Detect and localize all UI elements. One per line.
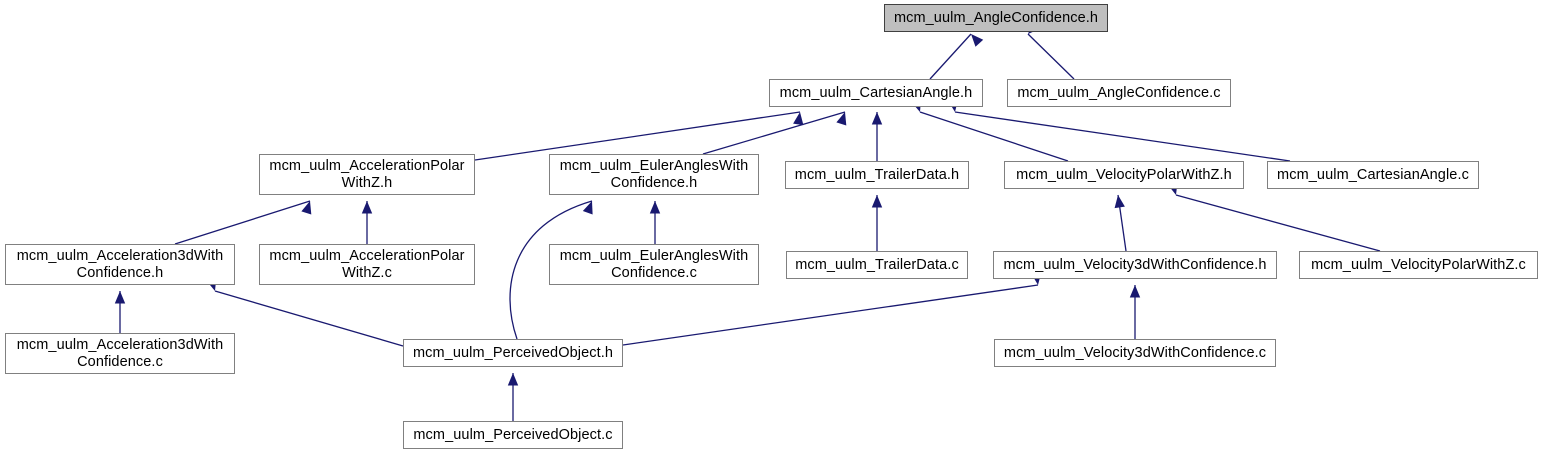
graph-node-acceleration_3d_with_confidence_h[interactable]: mcm_uulm_Acceleration3dWith Confidence.h: [5, 244, 235, 285]
edge-cartesian_angle_h-to-angle_confidence_h: [929, 33, 972, 80]
edge-acceleration_polar_withz_h-to-cartesian_angle_h: [474, 111, 801, 161]
node-label-euler_angles_with_confidence_c: mcm_uulm_EulerAnglesWith Confidence.c: [559, 247, 749, 281]
node-label-angle_confidence_h: mcm_uulm_AngleConfidence.h: [893, 9, 1099, 26]
arrowhead-perceived_object_h-to-euler_angles_with_confidence_h: [582, 201, 593, 215]
node-label-velocity_polar_withz_c: mcm_uulm_VelocityPolarWithZ.c: [1311, 256, 1526, 273]
node-label-acceleration_polar_withz_c: mcm_uulm_AccelerationPolar WithZ.c: [269, 247, 465, 281]
node-label-trailer_data_h: mcm_uulm_TrailerData.h: [794, 166, 960, 183]
graph-node-acceleration_polar_withz_h[interactable]: mcm_uulm_AccelerationPolar WithZ.h: [259, 154, 475, 195]
edge-velocity_polar_withz_h-to-cartesian_angle_h: [919, 111, 1069, 162]
arrowhead-acceleration_polar_withz_c-to-acceleration_polar_withz_h: [361, 201, 373, 214]
node-label-cartesian_angle_h: mcm_uulm_CartesianAngle.h: [779, 84, 973, 101]
edge-euler_angles_with_confidence_h-to-cartesian_angle_h: [702, 111, 846, 155]
arrowhead-trailer_data_c-to-trailer_data_h: [871, 195, 883, 208]
graph-node-velocity_3d_with_confidence_c[interactable]: mcm_uulm_Velocity3dWithConfidence.c: [994, 339, 1276, 367]
edge-perceived_object_h-to-velocity_3d_with_confidence_h: [622, 284, 1039, 346]
arrowhead-perceived_object_c-to-perceived_object_h: [507, 373, 519, 386]
graph-node-euler_angles_with_confidence_h[interactable]: mcm_uulm_EulerAnglesWith Confidence.h: [549, 154, 759, 195]
node-label-perceived_object_h: mcm_uulm_PerceivedObject.h: [412, 344, 614, 361]
arrowhead-acceleration_polar_withz_h-to-cartesian_angle_h: [793, 112, 804, 126]
arrowhead-acceleration_3d_with_confidence_c-to-acceleration_3d_with_confidence_h: [114, 291, 126, 304]
graph-node-velocity_3d_with_confidence_h[interactable]: mcm_uulm_Velocity3dWithConfidence.h: [993, 251, 1277, 279]
node-label-acceleration_3d_with_confidence_c: mcm_uulm_Acceleration3dWith Confidence.c: [16, 336, 224, 370]
node-label-acceleration_3d_with_confidence_h: mcm_uulm_Acceleration3dWith Confidence.h: [16, 247, 224, 281]
graph-node-acceleration_3d_with_confidence_c[interactable]: mcm_uulm_Acceleration3dWith Confidence.c: [5, 333, 235, 374]
node-label-velocity_3d_with_confidence_h: mcm_uulm_Velocity3dWithConfidence.h: [1003, 256, 1267, 273]
arrowhead-euler_angles_with_confidence_h-to-cartesian_angle_h: [836, 112, 847, 126]
edge-perceived_object_h-to-acceleration_3d_with_confidence_h: [214, 290, 404, 347]
graph-node-velocity_polar_withz_h[interactable]: mcm_uulm_VelocityPolarWithZ.h: [1004, 161, 1244, 189]
node-label-euler_angles_with_confidence_h: mcm_uulm_EulerAnglesWith Confidence.h: [559, 157, 749, 191]
node-label-acceleration_polar_withz_h: mcm_uulm_AccelerationPolar WithZ.h: [269, 157, 465, 191]
graph-node-perceived_object_c[interactable]: mcm_uulm_PerceivedObject.c: [403, 421, 623, 449]
edge-cartesian_angle_c-to-cartesian_angle_h: [954, 111, 1291, 162]
arrowhead-velocity_3d_with_confidence_c-to-velocity_3d_with_confidence_h: [1129, 285, 1141, 298]
arrowhead-trailer_data_h-to-cartesian_angle_h: [871, 112, 883, 125]
graph-node-cartesian_angle_h[interactable]: mcm_uulm_CartesianAngle.h: [769, 79, 983, 107]
node-label-velocity_3d_with_confidence_c: mcm_uulm_Velocity3dWithConfidence.c: [1003, 344, 1267, 361]
graph-node-acceleration_polar_withz_c[interactable]: mcm_uulm_AccelerationPolar WithZ.c: [259, 244, 475, 285]
graph-node-trailer_data_c[interactable]: mcm_uulm_TrailerData.c: [786, 251, 968, 279]
node-label-perceived_object_c: mcm_uulm_PerceivedObject.c: [413, 426, 613, 443]
arrowhead-euler_angles_with_confidence_c-to-euler_angles_with_confidence_h: [649, 201, 661, 214]
edge-velocity_polar_withz_c-to-velocity_polar_withz_h: [1175, 194, 1381, 252]
graph-node-velocity_polar_withz_c[interactable]: mcm_uulm_VelocityPolarWithZ.c: [1299, 251, 1538, 279]
graph-node-perceived_object_h[interactable]: mcm_uulm_PerceivedObject.h: [403, 339, 623, 367]
edge-acceleration_3d_with_confidence_h-to-acceleration_polar_withz_h: [174, 200, 311, 245]
graph-node-cartesian_angle_c[interactable]: mcm_uulm_CartesianAngle.c: [1267, 161, 1479, 189]
node-label-angle_confidence_c: mcm_uulm_AngleConfidence.c: [1017, 84, 1221, 101]
node-label-velocity_polar_withz_h: mcm_uulm_VelocityPolarWithZ.h: [1016, 166, 1232, 183]
graph-node-angle_confidence_h[interactable]: mcm_uulm_AngleConfidence.h: [884, 4, 1108, 32]
edge-angle_confidence_c-to-angle_confidence_h: [1027, 33, 1075, 80]
graph-node-euler_angles_with_confidence_c[interactable]: mcm_uulm_EulerAnglesWith Confidence.c: [549, 244, 759, 285]
edge-velocity_3d_with_confidence_h-to-velocity_polar_withz_h: [1117, 194, 1127, 252]
node-label-cartesian_angle_c: mcm_uulm_CartesianAngle.c: [1277, 166, 1469, 183]
node-label-trailer_data_c: mcm_uulm_TrailerData.c: [795, 256, 959, 273]
arrowhead-cartesian_angle_h-to-angle_confidence_h: [971, 34, 984, 47]
graph-node-trailer_data_h[interactable]: mcm_uulm_TrailerData.h: [785, 161, 969, 189]
arrowhead-velocity_3d_with_confidence_h-to-velocity_polar_withz_h: [1114, 195, 1125, 209]
graph-node-angle_confidence_c[interactable]: mcm_uulm_AngleConfidence.c: [1007, 79, 1231, 107]
arrowhead-acceleration_3d_with_confidence_h-to-acceleration_polar_withz_h: [301, 201, 312, 215]
